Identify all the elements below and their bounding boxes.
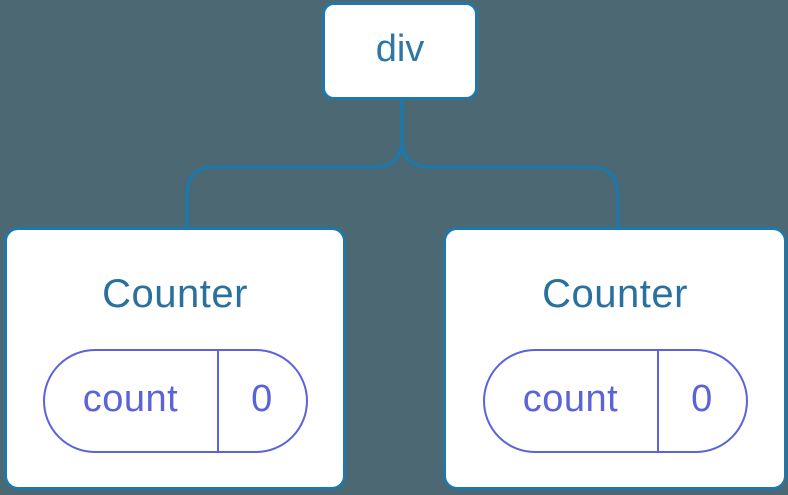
state-value-label: 0 xyxy=(691,378,713,420)
state-key-label: count xyxy=(82,378,179,420)
state-key-segment: count xyxy=(485,351,659,451)
connector-left-branch xyxy=(185,100,404,229)
connector-right-branch xyxy=(400,100,620,229)
counter-card-right: Counter count 0 xyxy=(443,227,787,490)
state-pill: count 0 xyxy=(482,349,748,453)
component-name-label: Counter xyxy=(542,272,688,316)
root-node-label: div xyxy=(375,28,425,70)
state-key-label: count xyxy=(522,378,619,420)
state-value-segment: 0 xyxy=(219,351,306,451)
root-node-div: div xyxy=(322,2,478,100)
state-value-label: 0 xyxy=(251,378,273,420)
state-pill: count 0 xyxy=(42,349,308,453)
state-key-segment: count xyxy=(45,351,219,451)
component-name-label: Counter xyxy=(102,272,248,316)
state-value-segment: 0 xyxy=(659,351,746,451)
counter-card-left: Counter count 0 xyxy=(4,227,346,490)
